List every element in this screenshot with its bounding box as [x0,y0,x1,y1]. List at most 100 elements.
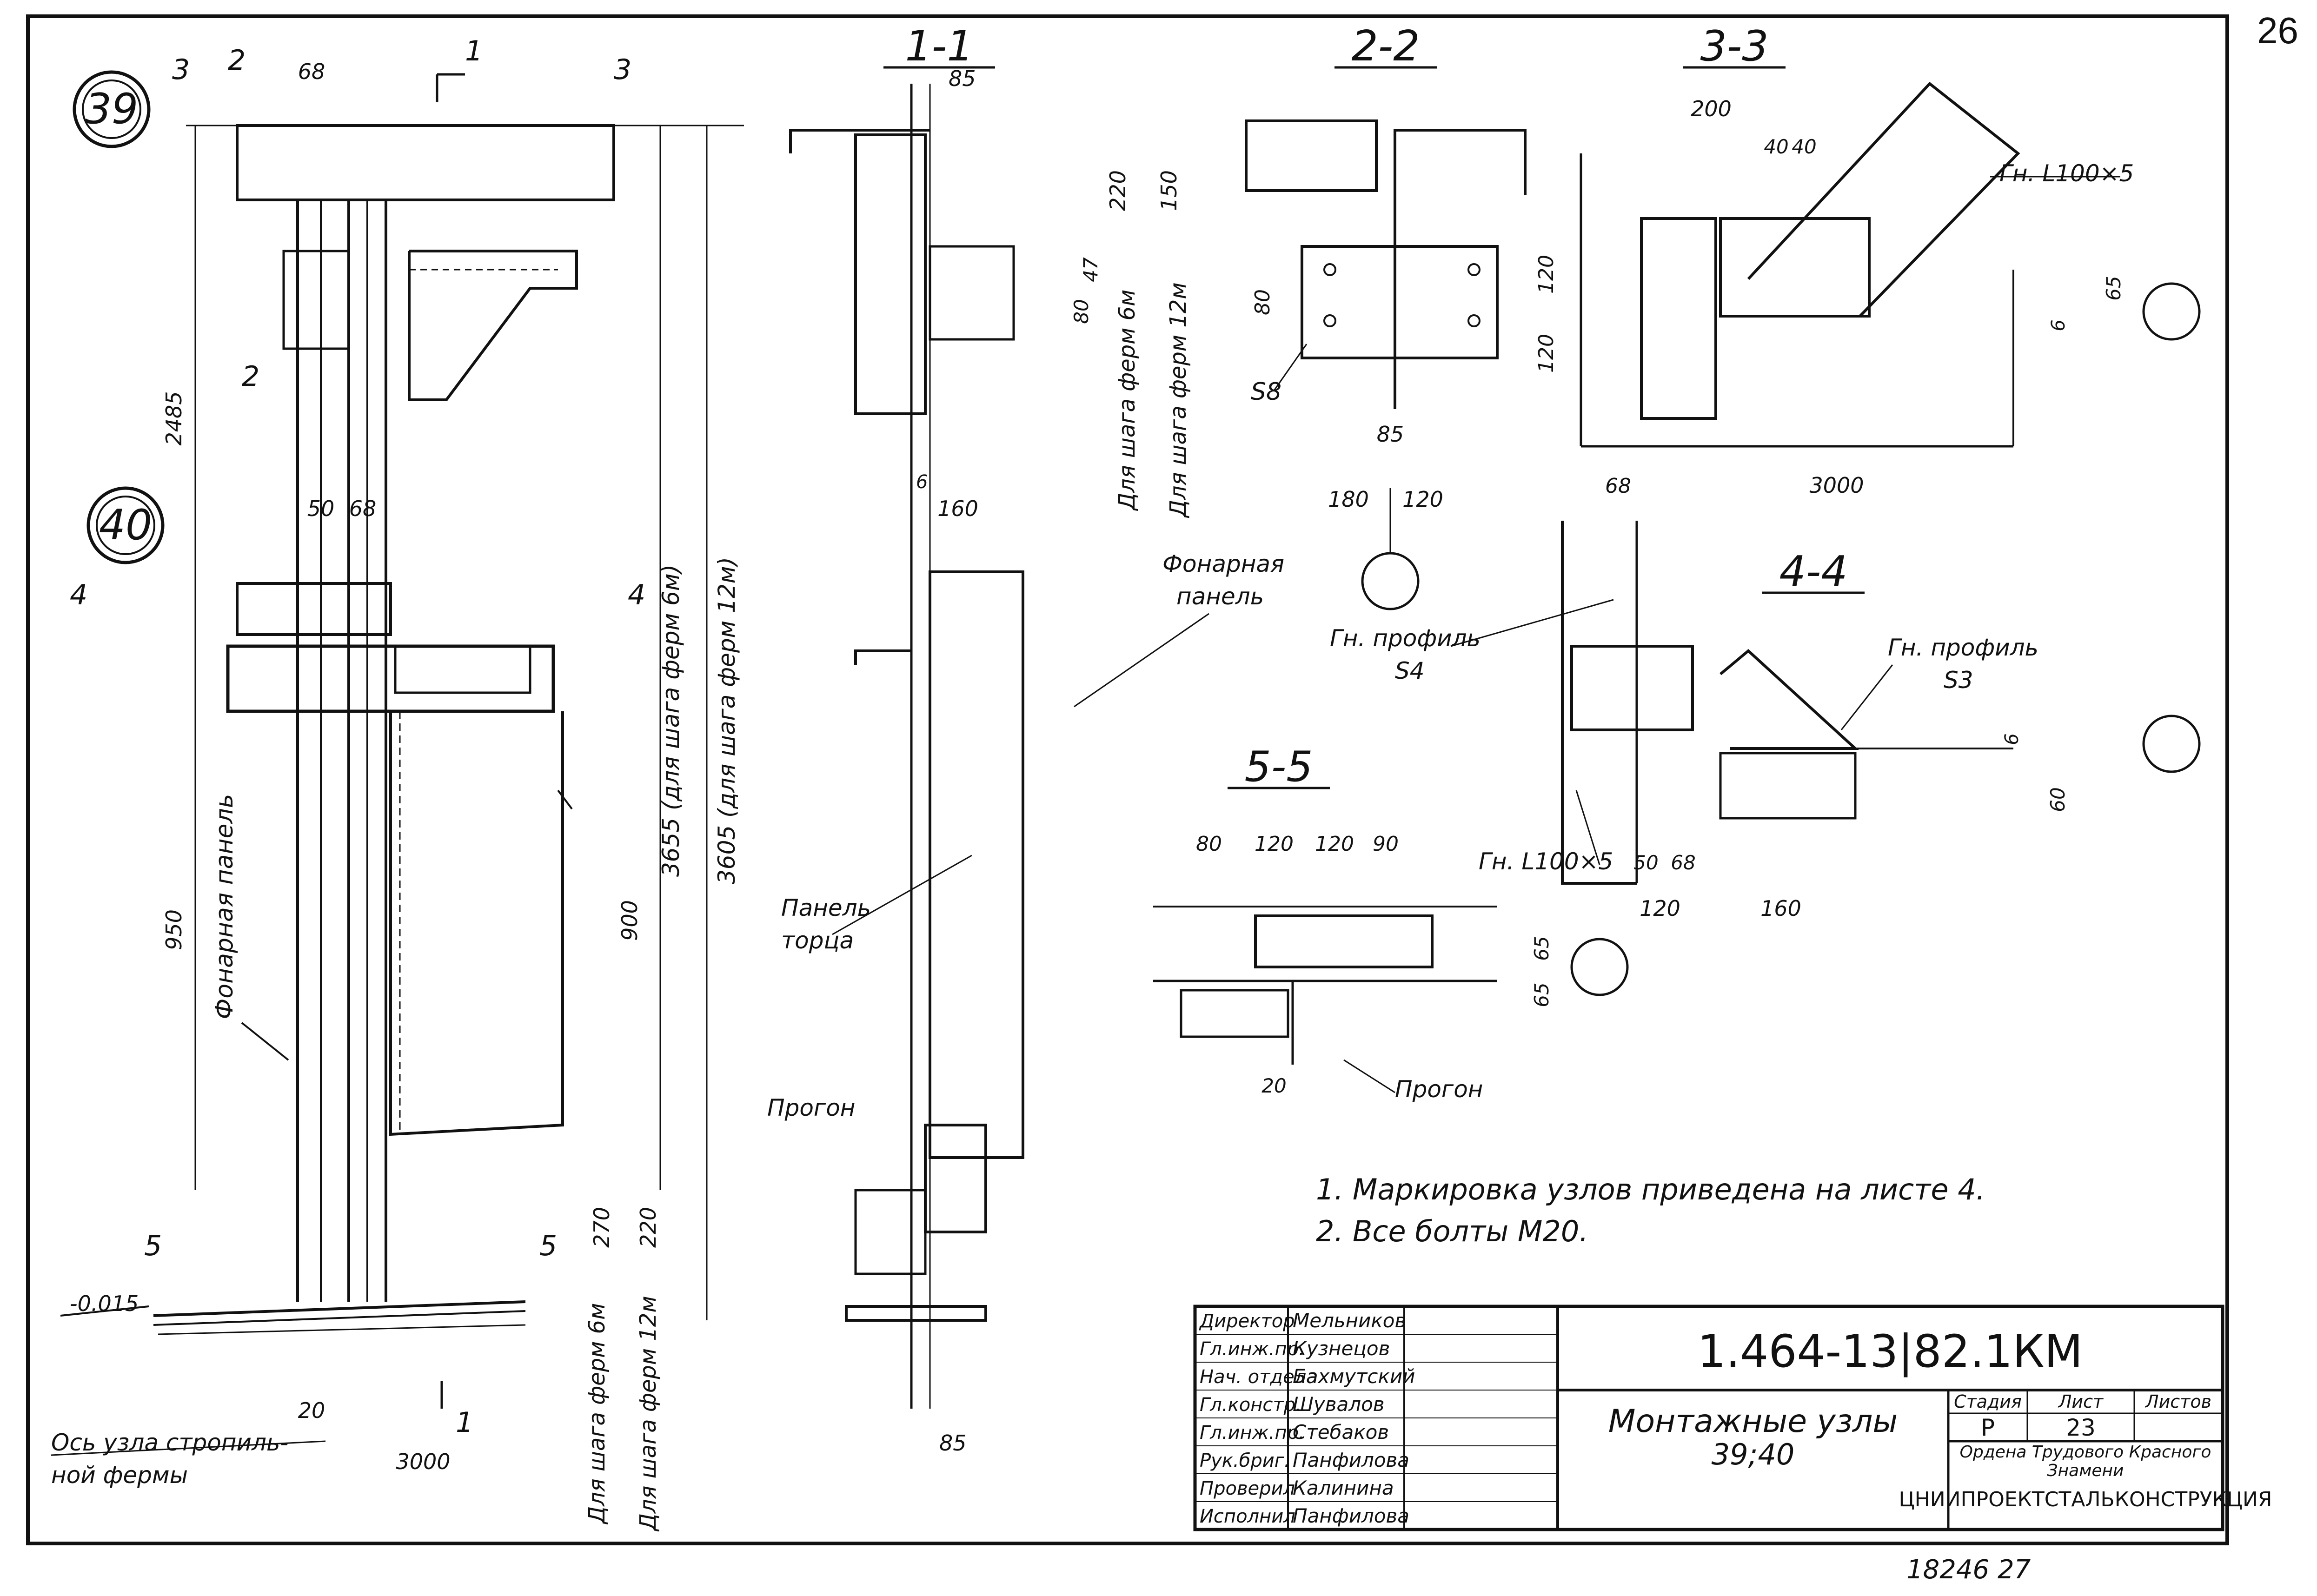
dim-200: 200 [1691,96,1732,121]
section-4-4: 4-4 Гн. профиль S4 Гн. профиль S3 6 60 Г… [1330,521,2201,921]
cut-mark-3-right: 3 [614,53,631,86]
dim-85-top: 85 [949,66,976,91]
notes: 1. Маркировка узлов приведена на листе 4… [1316,1172,1985,1248]
section-3-3-title: 3-3 [1700,22,1769,71]
dim-180: 180 [1328,487,1369,512]
note-2: 2. Все болты М20. [1316,1214,1588,1248]
sheet-frame [26,14,2229,1545]
dim-220-left: 220 [636,1207,661,1248]
role-2: Нач. отдела [1200,1366,1318,1388]
page-number: 26 [2257,10,2298,51]
dim-6-s3: 6 [2048,319,2069,331]
dim-65a-s5: 65 [1530,936,1553,960]
gn-profil-s3-2: S3 [1944,667,1973,694]
node-40-elevation: 40 50 68 4 4 Фонарная панель 950 900 365… [51,486,740,1532]
stage-value: Р [1981,1414,1995,1441]
name-6: Калинина [1293,1477,1394,1499]
shag-6m-s1: Для шага ферм 6м [1114,290,1140,511]
dim-68-s3: 68 [1605,474,1631,498]
shag-6m-label: Для шага ферм 6м [584,1303,610,1525]
dim-20-bottom: 20 [298,1398,325,1423]
shag-12m-label: Для шага ферм 12м [635,1296,661,1531]
dim-20-s5: 20 [1261,1074,1286,1097]
dim-150: 150 [1156,170,1182,211]
cut-mark-4-left: 4 [70,579,87,611]
stamp-bottom: 18246 27 [1906,1555,2031,1585]
dim-3000-bottom: 3000 [396,1449,450,1474]
cut-mark-3-left: 3 [172,53,190,86]
dim-90-s5: 90 [1373,832,1399,856]
drawing-code: 1.464-13|82.1КМ [1698,1325,2083,1378]
dim-900: 900 [617,900,642,941]
node-40-marker-inner [96,496,155,555]
section-2-2-title: 2-2 [1352,22,1420,71]
fonarnaya-panel-right-2: панель [1176,583,1264,610]
dim-65b-s5: 65 [1530,982,1553,1007]
role-0: Директор [1199,1311,1295,1332]
section-1-1-title: 1-1 [905,22,974,71]
dim-3000-s3: 3000 [1809,473,1864,498]
cut-mark-4-right: 4 [628,579,645,611]
dim-160-s4: 160 [1760,896,1801,921]
os-uzla-line-2: ной фермы [51,1462,188,1489]
node-39-label: 39 [85,85,139,133]
gn-angle-s4: Гн. L100×5 [1479,848,1613,875]
dim-120b: 120 [1534,334,1558,373]
section-5-5: 5-5 80 120 120 90 65 65 20 Прогон [1153,742,1629,1103]
sheet-header: Лист [2058,1391,2104,1412]
org-line-2: Знамени [2047,1461,2124,1480]
fonarnaya-panel-left: Фонарная панель [211,794,239,1020]
fonarnaya-panel-right-1: Фонарная [1162,550,1284,577]
dim-160: 160 [937,496,978,521]
dim-50-s4: 50 [1633,851,1658,874]
dim-6-s1: 6 [916,471,928,493]
dim-6-s4: 6 [2001,733,2023,745]
role-7: Исполнил [1200,1506,1295,1527]
os-uzla-line-1: Ось узла стропиль- [51,1429,288,1456]
role-1: Гл.инж.пр. [1200,1338,1305,1360]
axis-bubble-4-4 [2142,715,2201,773]
dim-120-s4: 120 [1640,896,1680,921]
dim-60-s4: 60 [2046,787,2069,812]
dim-2485: 2485 [161,391,186,445]
dim-85-s2: 85 [1377,422,1404,447]
role-6: Проверил [1200,1478,1295,1499]
dim-50: 50 [307,496,335,521]
gn-profil-s4-2: S4 [1395,657,1425,684]
node-39-elevation: 39 68 2485 1 2 3 3 2 [73,35,744,1320]
dim-68-s4: 68 [1671,851,1695,874]
panel-tortsa-1: Панель [781,894,871,921]
sheet-value: 23 [2066,1414,2096,1441]
note-1: 1. Маркировка узлов приведена на листе 4… [1316,1172,1985,1206]
name-0: Мельников [1293,1309,1406,1332]
name-2: Бахмутский [1293,1365,1415,1388]
truss-top-member [236,124,615,201]
dim-120b-s5: 120 [1315,832,1354,856]
node-39-marker [73,70,151,148]
role-5: Рук.бриг. [1200,1450,1290,1471]
section-2-2: 2-2 80 85 180 120 S8 [1245,22,1527,610]
dim-40a: 40 [1764,135,1788,158]
gn-angle-s3: Гн. L100×5 [1999,160,2134,187]
shag-12m-s1: Для шага ферм 12м [1165,282,1191,518]
title-block: Директор Гл.инж.пр. Нач. отдела Гл.конст… [1193,1305,2272,1531]
dim-80-s2: 80 [1251,289,1275,315]
axis-bubble-5-5 [1570,938,1629,996]
dim-68-top: 68 [298,59,325,84]
dim-47: 47 [1079,257,1102,282]
dim-80-s1: 80 [1070,299,1093,324]
role-4: Гл.инж.пр. [1200,1422,1305,1444]
sheets-header: Листов [2144,1391,2211,1412]
cut-mark-1-top: 1 [465,35,483,67]
section-1-1: 1-1 85 220 150 47 80 Для шага ферм 6м Дл… [767,22,1284,1456]
dim-950: 950 [161,909,186,950]
cut-mark-5-right: 5 [539,1230,557,1262]
s8-label: S8 [1251,378,1281,406]
title-block-rows [1195,1334,1558,1502]
dim-120-s2: 120 [1402,487,1443,512]
node-40-marker [86,486,165,564]
dim-80-s5: 80 [1196,832,1222,856]
section-4-4-title: 4-4 [1779,547,1848,596]
cut-mark-2-top: 2 [228,44,246,77]
dim-85-bottom: 85 [939,1430,967,1456]
